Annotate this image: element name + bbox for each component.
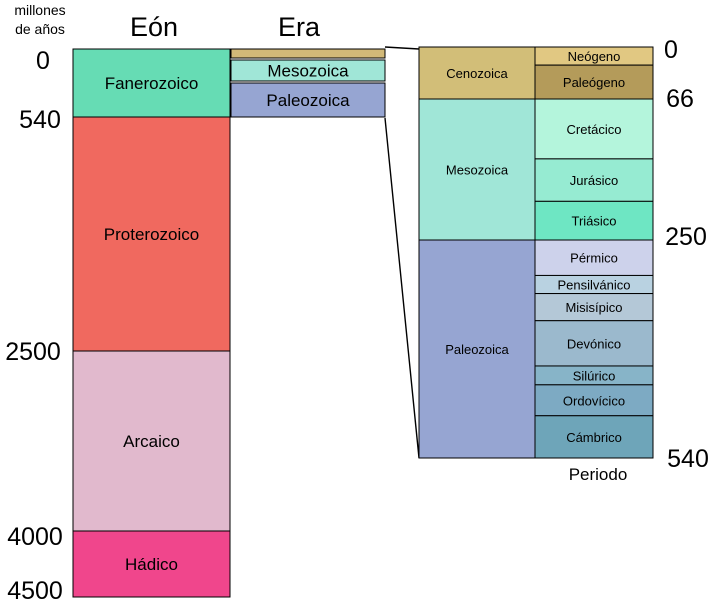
era-detail-label-cenozoica: Cenozoica [446,66,508,81]
era-overview-block-paleozoica [230,82,386,118]
zoom-connector-lines [384,46,420,459]
period-label-permico: Pérmico [570,251,618,266]
tick-label-4500: 4500 [7,577,63,602]
period-tick-label-66: 66 [666,85,694,113]
era-detail-label-paleozoica: Paleozoica [445,342,509,357]
period-column-footer: Periodo [569,465,628,484]
era-overview-block-mesozoica [230,59,386,82]
period-tick-label-0: 0 [664,36,678,64]
period-label-pensilvanico: Pensilvánico [558,278,631,293]
era-overview-label-paleozoica: Paleozoica [266,91,350,110]
tick-label-4000: 4000 [7,523,63,551]
connector-top-line [384,46,420,50]
period-column: NeógenoPaleógenoCretácicoJurásicoTriásic… [534,46,654,459]
eon-label-hadico: Hádico [125,555,178,574]
period-label-silurico: Silúrico [573,368,616,383]
period-tick-label-250: 250 [665,223,707,251]
era-detail-label-mesozoica: Mesozoica [446,163,509,178]
era-detail-block-paleozoica [418,239,536,459]
era-overview-block-cenozoica [230,48,386,59]
period-block-ordovicico [534,384,654,417]
period-block-devonico [534,320,654,367]
eon-block-hadico [72,530,231,598]
connector-bottom-line [384,117,420,459]
period-label-ordovicico: Ordovícico [563,393,625,408]
eon-time-ticks: 0 540 2500 4000 4500 [5,47,63,602]
era-detail-block-mesozoica [418,98,536,241]
period-block-triasico [534,200,654,241]
period-block-jurasico [534,158,654,202]
period-block-cretacico [534,98,654,160]
eon-block-arcaico [72,350,231,532]
tick-label-540: 540 [19,106,61,134]
eon-column-header: Eón [130,12,178,42]
period-label-neogeno: Neógeno [568,49,621,64]
eon-block-proterozoico [72,116,231,352]
period-time-ticks: 0 66 250 540 [664,36,709,473]
period-label-misisipico: Misisípico [565,300,622,315]
tick-label-0: 0 [36,47,50,75]
eon-label-arcaico: Arcaico [123,432,180,451]
units-label-line1: millones [14,2,65,18]
eon-label-fanerozoico: Fanerozoico [105,74,199,93]
period-block-cambrico [534,415,654,459]
period-label-triasico: Triásico [571,214,616,229]
tick-label-2500: 2500 [5,338,61,366]
era-overview-label-mesozoica: Mesozoica [267,62,349,81]
units-label-line2: de años [15,21,65,37]
period-block-permico [534,239,654,276]
eon-label-proterozoico: Proterozoico [104,225,199,244]
eon-block-fanerozoico [72,48,231,118]
period-tick-label-540: 540 [667,445,709,473]
era-column-header: Era [278,12,321,42]
period-label-cretacico: Cretácico [567,122,622,137]
period-label-jurasico: Jurásico [570,173,618,188]
period-label-cambrico: Cámbrico [566,430,622,445]
period-label-devonico: Devónico [567,336,621,351]
period-label-paleogeno: Paleógeno [563,75,625,90]
period-block-misisipico [534,293,654,322]
